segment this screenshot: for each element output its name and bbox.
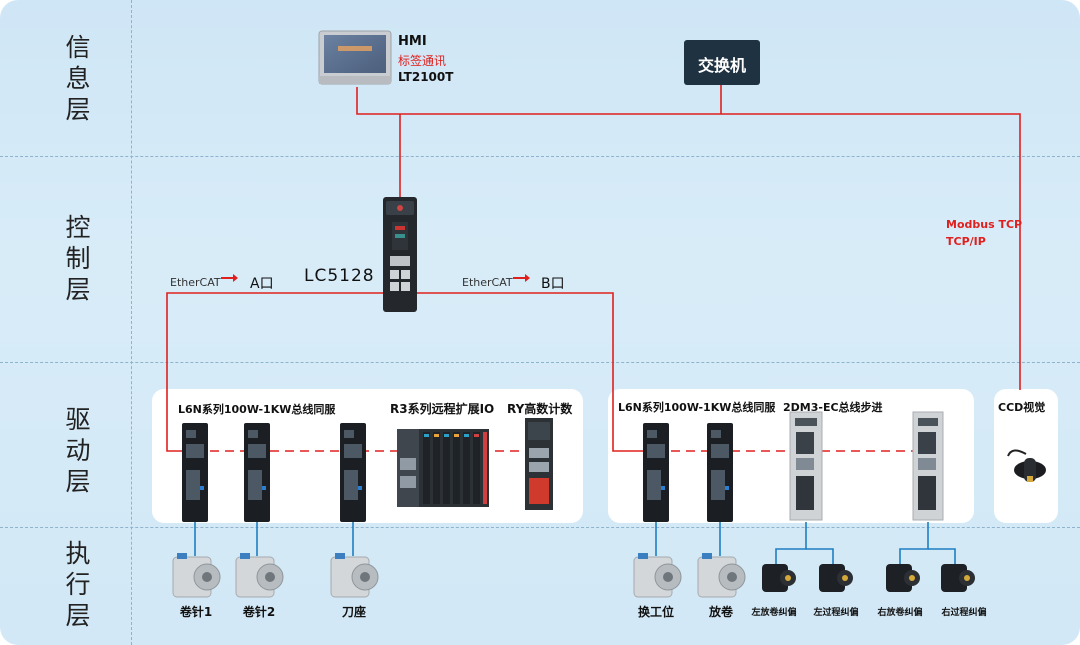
layer-title-drive: 驱动层 bbox=[28, 404, 128, 497]
servo-series-label-left: L6N系列100W-1KW总线同服 bbox=[178, 403, 336, 416]
layer-title-text: 驱动层 bbox=[65, 405, 91, 496]
hmi-comm-label: 标签通讯 bbox=[398, 54, 447, 68]
stepper-motor bbox=[762, 564, 975, 592]
controller-device bbox=[383, 197, 417, 312]
stepper-link-line bbox=[806, 548, 834, 564]
modbus-label: Modbus TCP bbox=[946, 218, 1023, 231]
layer-divider bbox=[0, 527, 1080, 528]
ethercat-logo-a: EtherCAT bbox=[170, 276, 221, 289]
stepper-motor-label: 左过程纠偏 bbox=[813, 608, 859, 618]
counter-module bbox=[525, 418, 553, 510]
ccd-label: CCD视觉 bbox=[998, 401, 1046, 414]
ethercat-logo-b: EtherCAT bbox=[462, 276, 513, 289]
port-b-label: B口 bbox=[541, 276, 565, 292]
ccd-panel bbox=[994, 389, 1058, 523]
port-a-label: A口 bbox=[250, 276, 274, 292]
stepper-link-line bbox=[899, 522, 929, 564]
controller-label: LC5128 bbox=[304, 266, 375, 286]
stepper-motor-label: 右过程纠偏 bbox=[941, 608, 987, 618]
ethercat-logo-text: EtherCAT bbox=[462, 276, 513, 289]
layer-title-text: 控制层 bbox=[65, 213, 91, 304]
layer-title-actuator: 执行层 bbox=[28, 538, 128, 631]
motor-label: 换工位 bbox=[637, 605, 674, 619]
stepper-drive bbox=[789, 411, 944, 521]
layer-column-divider bbox=[131, 0, 132, 645]
motor-label: 卷针2 bbox=[242, 605, 276, 619]
motor-label: 卷针1 bbox=[179, 605, 213, 619]
layer-title-text: 执行层 bbox=[65, 539, 91, 630]
switch-device bbox=[684, 40, 760, 85]
stepper-link-line bbox=[775, 522, 807, 564]
ethercat-b-line bbox=[416, 292, 656, 452]
layer-title-info: 信息层 bbox=[28, 32, 128, 125]
ethercat-a-line bbox=[166, 292, 386, 452]
motor-label: 放卷 bbox=[708, 605, 733, 619]
ccd-camera bbox=[1007, 449, 1046, 482]
network-backbone-line bbox=[356, 87, 1021, 390]
ethercat-arrow-icon bbox=[221, 274, 530, 282]
layer-divider bbox=[0, 156, 1080, 157]
motor-label: 刀座 bbox=[341, 605, 366, 619]
stepper-motor-label: 右放卷纠偏 bbox=[877, 608, 923, 618]
drive-panel-left bbox=[152, 389, 583, 523]
layer-title-text: 信息层 bbox=[65, 33, 91, 124]
hmi-device bbox=[318, 30, 392, 85]
ethercat-logo-text: EtherCAT bbox=[170, 276, 221, 289]
remote-io-label: R3系列远程扩展IO bbox=[390, 402, 495, 416]
stepper-series-label: 2DM3-EC总线步进 bbox=[783, 401, 883, 414]
servo-series-label-right: L6N系列100W-1KW总线同服 bbox=[618, 401, 776, 414]
layer-title-control: 控制层 bbox=[28, 212, 128, 305]
servo-motor bbox=[172, 553, 746, 598]
layer-divider bbox=[0, 362, 1080, 363]
switch-label: 交换机 bbox=[697, 56, 746, 75]
stepper-motor-label: 左放卷纠偏 bbox=[751, 608, 797, 618]
hmi-label: HMI bbox=[398, 34, 427, 49]
servo-drive-detail bbox=[186, 430, 729, 500]
remote-io-module bbox=[397, 429, 489, 507]
tcpip-label: TCP/IP bbox=[946, 235, 986, 248]
stepper-link-line bbox=[928, 548, 956, 564]
counter-label: RY高数计数 bbox=[507, 402, 573, 416]
hmi-model-label: LT2100T bbox=[398, 70, 454, 84]
